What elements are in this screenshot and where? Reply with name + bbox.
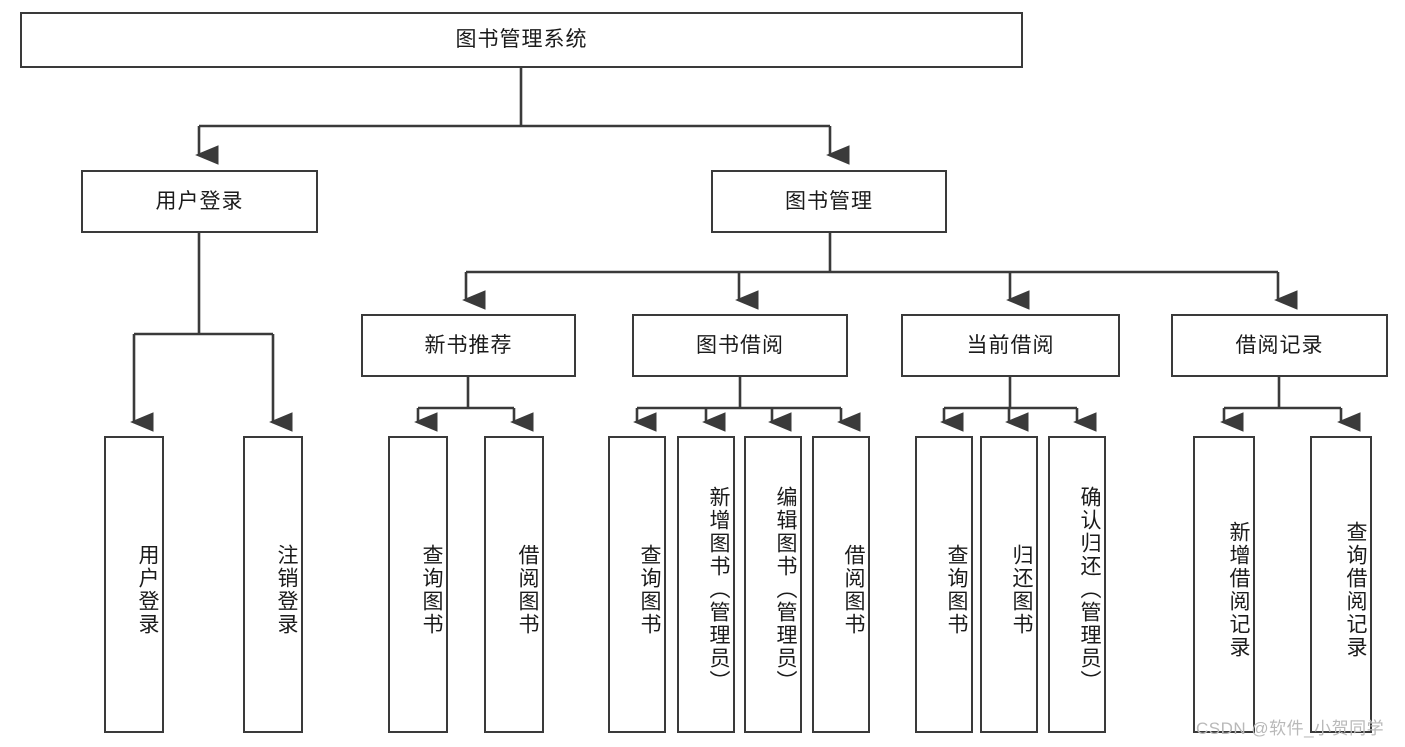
leaf-label: 查询图书	[638, 543, 661, 636]
leaf-label: 注销登录	[275, 543, 298, 636]
leaf-label: 借阅图书	[516, 543, 539, 636]
leaf-borrow-query-book[interactable]: 查询图书	[608, 436, 666, 733]
leaf-record-add-record[interactable]: 新增借阅记录	[1193, 436, 1255, 733]
node-root-system[interactable]: 图书管理系统	[20, 12, 1023, 68]
leaf-label: 编辑图书（管理员）	[774, 486, 797, 693]
leaf-record-query-record[interactable]: 查询借阅记录	[1310, 436, 1372, 733]
leaf-user-login-signout[interactable]: 注销登录	[243, 436, 303, 733]
node-book-management[interactable]: 图书管理	[711, 170, 947, 233]
leaf-label: 查询借阅记录	[1344, 520, 1367, 659]
leaf-label: 查询图书	[945, 543, 968, 636]
node-current-borrow[interactable]: 当前借阅	[901, 314, 1120, 377]
leaf-label: 用户登录	[136, 543, 159, 636]
leaf-label: 查询图书	[420, 543, 443, 636]
leaf-current-return-book[interactable]: 归还图书	[980, 436, 1038, 733]
node-book-borrow[interactable]: 图书借阅	[632, 314, 848, 377]
leaf-label: 归还图书	[1010, 543, 1033, 636]
leaf-label: 新增图书（管理员）	[707, 486, 730, 693]
leaf-current-confirm-return-admin[interactable]: 确认归还（管理员）	[1048, 436, 1106, 733]
leaf-borrow-borrow-book[interactable]: 借阅图书	[812, 436, 870, 733]
leaf-label: 借阅图书	[842, 543, 865, 636]
leaf-current-query-book[interactable]: 查询图书	[915, 436, 973, 733]
node-new-book-recommend[interactable]: 新书推荐	[361, 314, 576, 377]
leaf-borrow-add-book-admin[interactable]: 新增图书（管理员）	[677, 436, 735, 733]
leaf-user-login-signin[interactable]: 用户登录	[104, 436, 164, 733]
leaf-label: 新增借阅记录	[1227, 520, 1250, 659]
leaf-borrow-edit-book-admin[interactable]: 编辑图书（管理员）	[744, 436, 802, 733]
leaf-recommend-query-book[interactable]: 查询图书	[388, 436, 448, 733]
leaf-recommend-borrow-book[interactable]: 借阅图书	[484, 436, 544, 733]
node-user-login[interactable]: 用户登录	[81, 170, 318, 233]
node-borrow-record[interactable]: 借阅记录	[1171, 314, 1388, 377]
watermark-csdn: CSDN @软件_小贺同学	[1196, 719, 1385, 738]
leaf-label: 确认归还（管理员）	[1078, 486, 1101, 693]
